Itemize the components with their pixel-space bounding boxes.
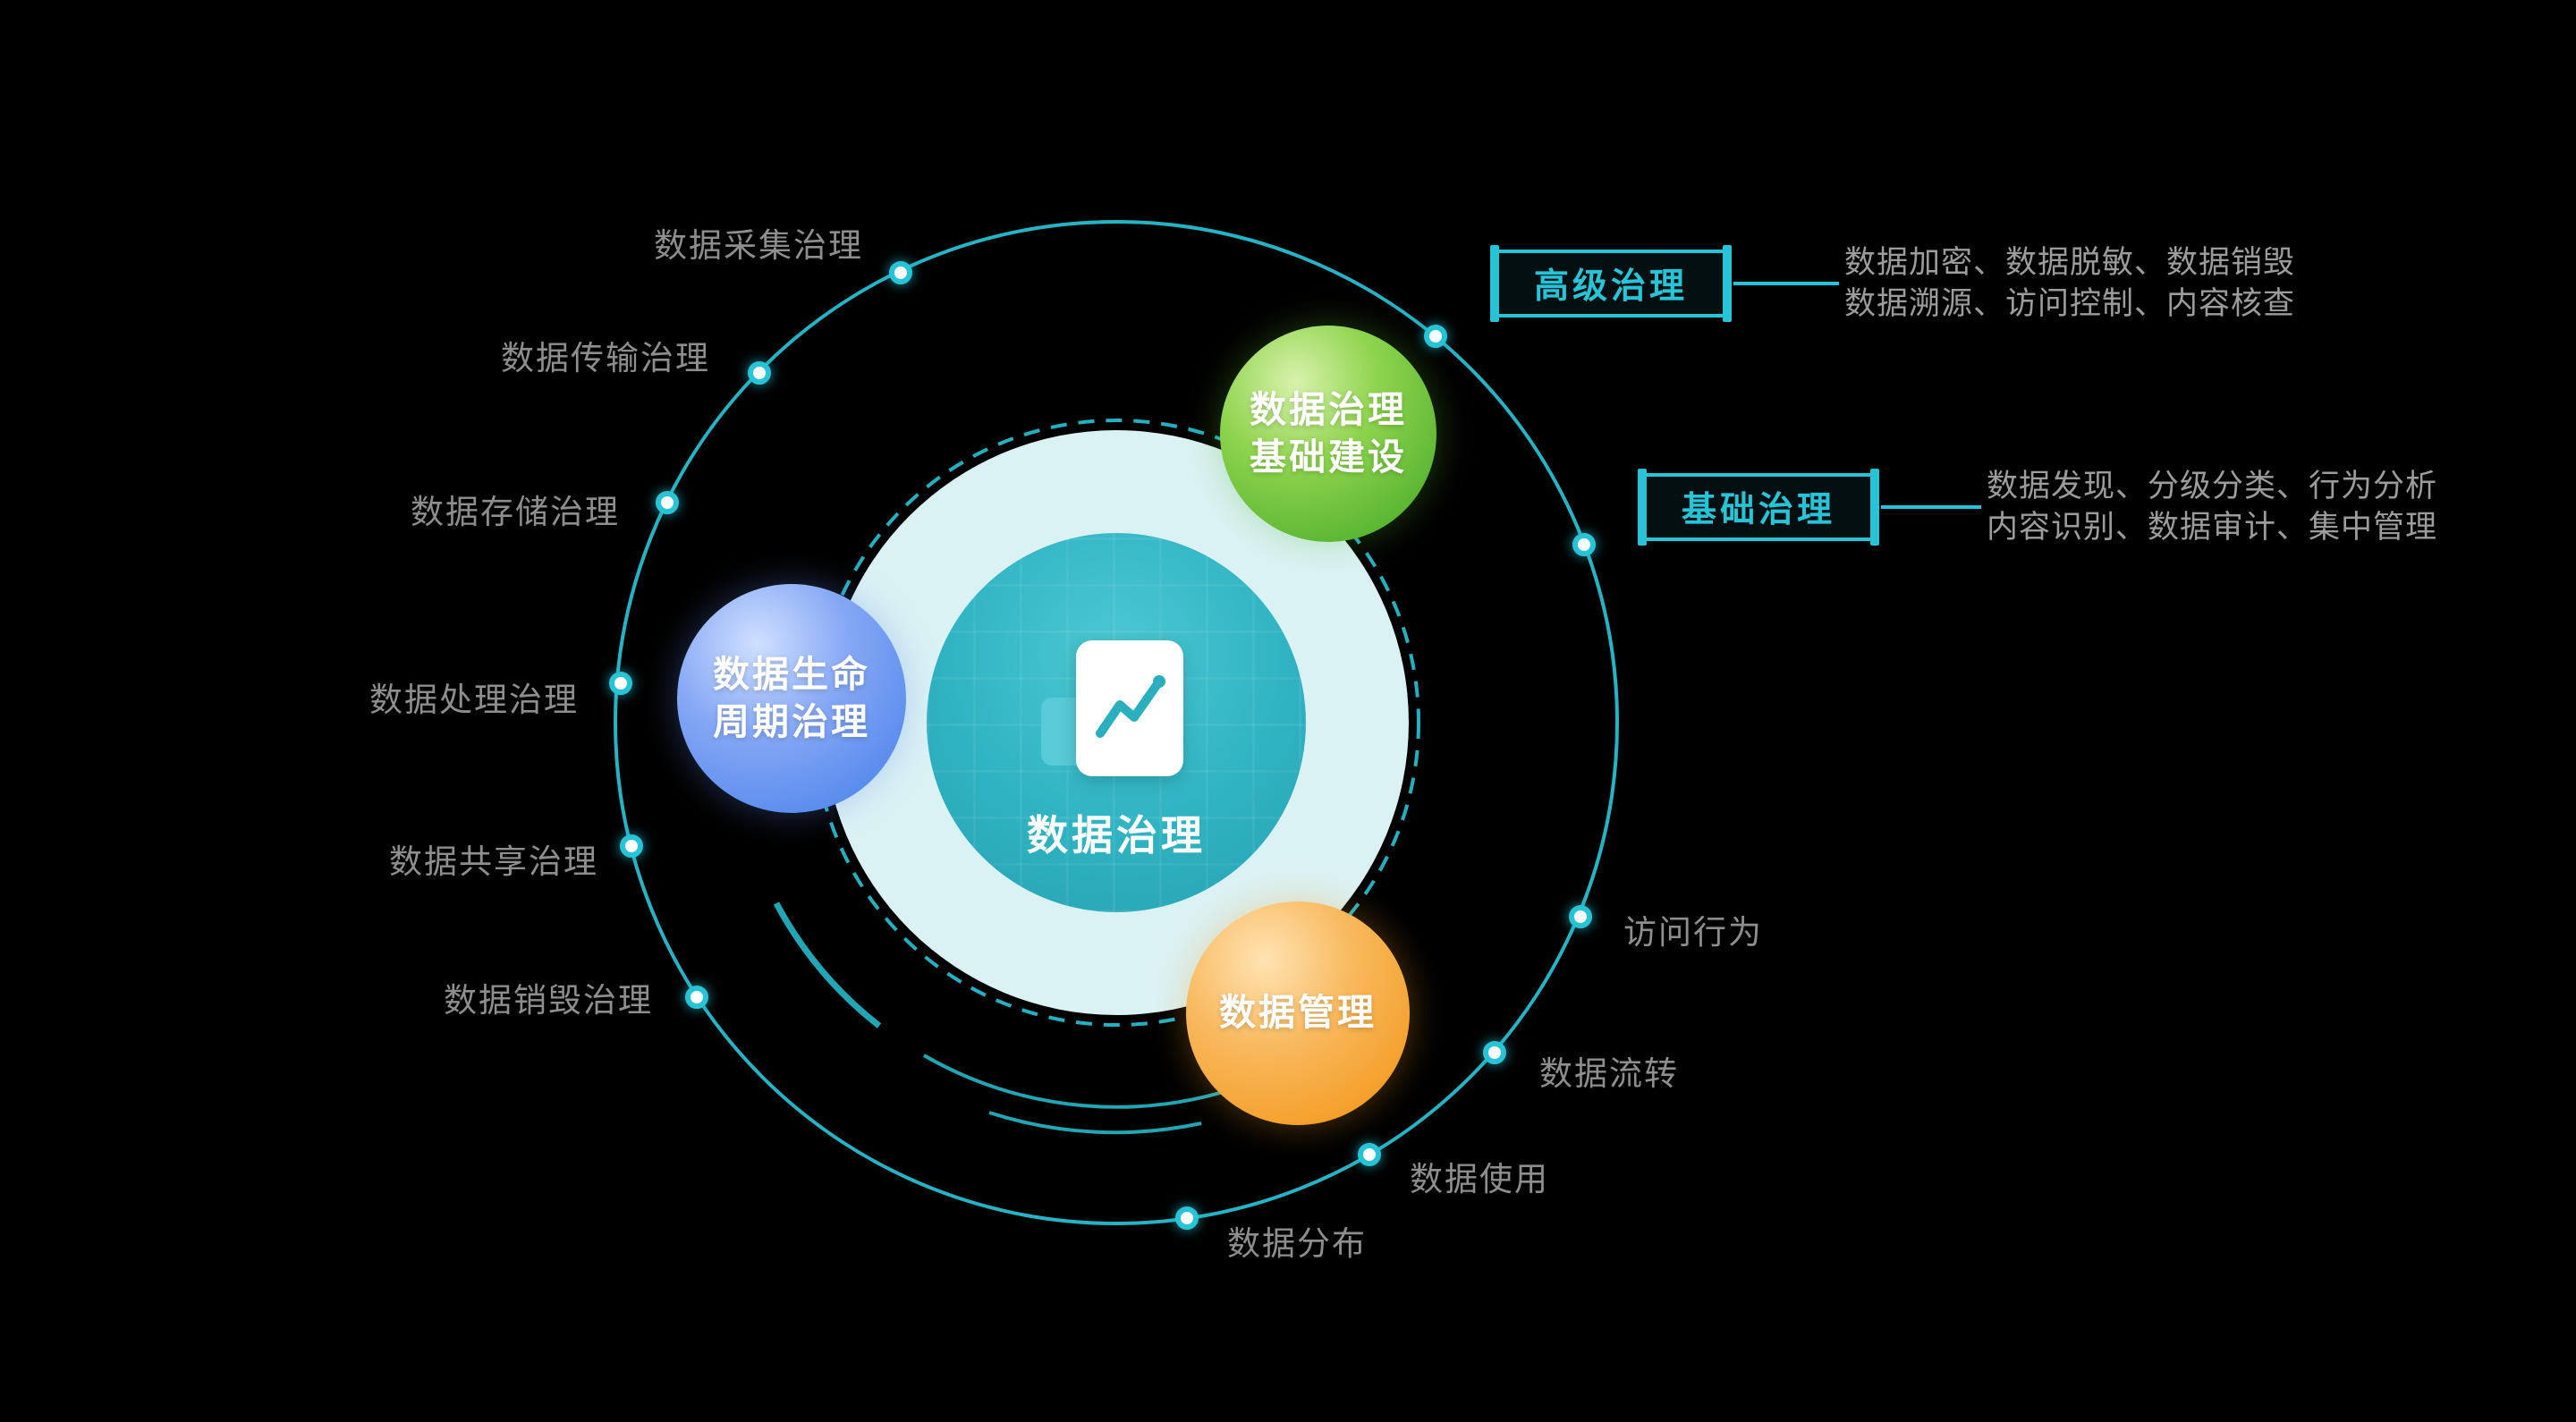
callout-box-basic: 基础治理 (1638, 469, 1879, 546)
callout-desc-line: 数据溯源、访问控制、内容核查 (1844, 286, 2296, 321)
callout-desc-basic: 数据发现、分级分类、行为分析 内容识别、数据审计、集中管理 (1987, 469, 2437, 545)
callout-title: 基础治理 (1681, 491, 1835, 529)
ring-label-processing: 数据处理治理 (369, 681, 579, 718)
callout-box-advanced: 高级治理 (1490, 245, 1732, 322)
center-title: 数据治理 (1027, 812, 1206, 859)
callout-title: 高级治理 (1533, 267, 1688, 306)
callout-desc-advanced: 数据加密、数据脱敏、数据销毁 数据溯源、访问控制、内容核查 (1844, 245, 2295, 321)
ring-label-storage: 数据存储治理 (411, 494, 620, 530)
callout-desc-line: 数据加密、数据脱敏、数据销毁 (1844, 244, 2296, 280)
arc-segment (773, 901, 882, 1028)
bubble-data-governance-infrastructure: 数据治理 基础建设 (1220, 326, 1436, 542)
ring-node-dot (1424, 325, 1447, 348)
outer-ring-circle (614, 220, 1619, 1225)
bubble-data-lifecycle-governance: 数据生命 周期治理 (677, 584, 906, 813)
bubble-label-line: 数据治理 (1250, 388, 1407, 430)
bubble-label-line: 数据管理 (1219, 992, 1377, 1034)
bubble-label-line: 数据生命 (713, 653, 870, 695)
bubble-label-line: 周期治理 (713, 701, 870, 742)
ring-node-dot (1175, 1206, 1199, 1230)
ring-label-access: 访问行为 (1623, 914, 1763, 951)
ring-label-flow: 数据流转 (1539, 1055, 1679, 1092)
ring-label-transmission: 数据传输治理 (501, 340, 710, 377)
ring-label-usage: 数据使用 (1410, 1161, 1549, 1198)
ring-node-dot (1572, 533, 1596, 556)
document-chart-icon (1076, 640, 1183, 776)
callout-connector-line (1881, 505, 1981, 509)
ring-node-dot (1569, 905, 1592, 928)
arc-segment (988, 1111, 1202, 1135)
bubble-label-line: 基础建设 (1250, 436, 1407, 478)
arc-segment (922, 1054, 1249, 1109)
ring-node-dot (656, 491, 679, 514)
ring-node-dot (685, 986, 708, 1009)
ring-label-destruction: 数据销毁治理 (444, 982, 653, 1019)
ring-node-dot (1483, 1041, 1506, 1064)
ring-label-collection: 数据采集治理 (654, 227, 863, 264)
ring-label-sharing: 数据共享治理 (389, 843, 598, 880)
ring-node-dot (889, 261, 912, 284)
ring-node-dot (1358, 1143, 1381, 1166)
ring-node-dot (748, 361, 771, 385)
bubble-data-management: 数据管理 (1186, 901, 1410, 1125)
ring-node-dot (620, 834, 643, 858)
chart-line-icon (1096, 675, 1165, 738)
ring-node-dot (609, 672, 632, 695)
callout-desc-line: 数据发现、分级分类、行为分析 (1987, 468, 2438, 504)
ring-label-distribution: 数据分布 (1227, 1225, 1367, 1262)
callout-desc-line: 内容识别、数据审计、集中管理 (1987, 510, 2438, 545)
callout-connector-line (1733, 282, 1839, 285)
